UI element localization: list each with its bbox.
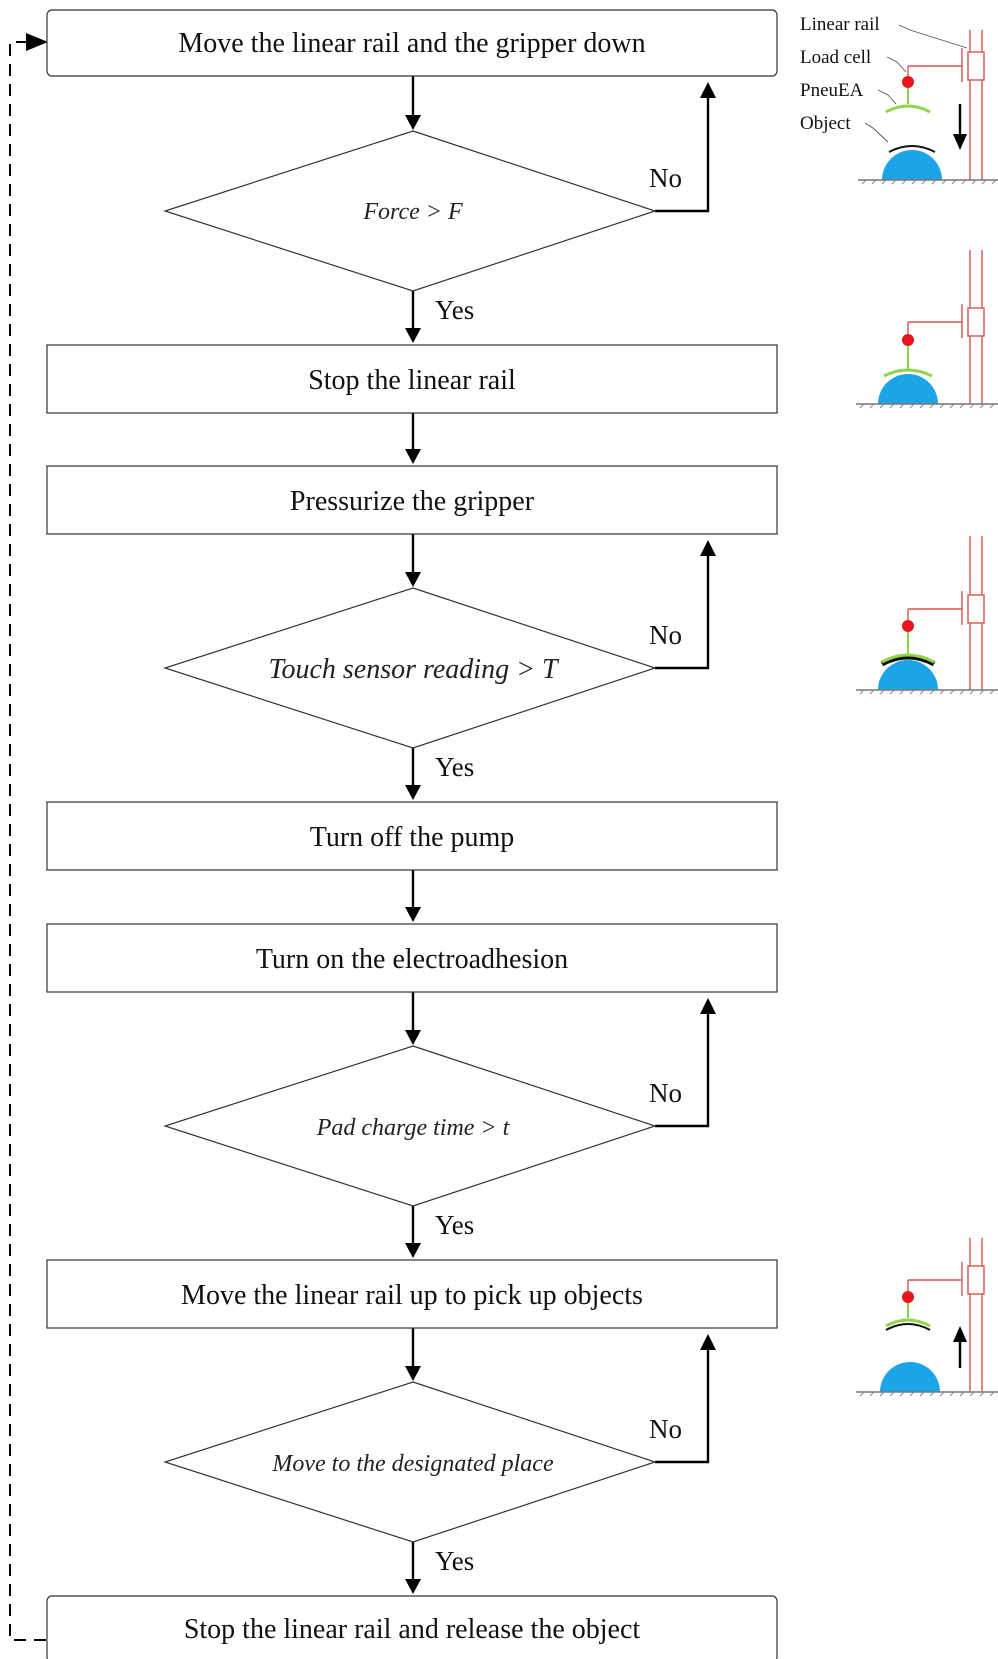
no-return-paths bbox=[655, 82, 716, 1464]
object-icon bbox=[882, 150, 942, 180]
step-move-up: Move the linear rail up to pick up objec… bbox=[46, 1259, 778, 1329]
schematic-pressurized bbox=[856, 536, 998, 695]
label-load-cell: Load cell bbox=[800, 47, 871, 68]
step-pump-off-label: Turn off the pump bbox=[310, 822, 515, 853]
yes-label-3: Yes bbox=[435, 1210, 474, 1240]
step-electroadhesion-on: Turn on the electroadhesion bbox=[46, 923, 778, 993]
decision-touch: Touch sensor reading > T bbox=[163, 587, 657, 749]
step-pump-off: Turn off the pump bbox=[46, 801, 778, 871]
step-move-down: Move the linear rail and the gripper dow… bbox=[46, 9, 778, 77]
schematic-approach: Linear rail Load cell PneuEA Object bbox=[800, 14, 998, 185]
step-pressurize-label: Pressurize the gripper bbox=[290, 486, 535, 517]
no-label-4: No bbox=[649, 1414, 682, 1444]
no-label-1: No bbox=[649, 163, 682, 193]
step-pressurize: Pressurize the gripper bbox=[46, 465, 778, 535]
step-stop-rail-label: Stop the linear rail bbox=[308, 365, 516, 396]
decision-force: Force > F bbox=[163, 130, 657, 292]
step-move-up-label: Move the linear rail up to pick up objec… bbox=[181, 1280, 643, 1311]
decision-designated-place: Move to the designated place bbox=[163, 1381, 657, 1543]
decision-charge-time-label: Pad charge time > t bbox=[316, 1115, 511, 1141]
step-release-label: Stop the linear rail and release the obj… bbox=[184, 1614, 641, 1645]
label-object: Object bbox=[800, 113, 851, 134]
yes-label-1: Yes bbox=[435, 295, 474, 325]
decision-touch-label: Touch sensor reading > T bbox=[268, 654, 560, 685]
load-cell-icon bbox=[902, 76, 914, 88]
step-release: Stop the linear rail and release the obj… bbox=[46, 1595, 778, 1659]
step-stop-rail: Stop the linear rail bbox=[46, 344, 778, 414]
step-move-down-label: Move the linear rail and the gripper dow… bbox=[178, 28, 645, 59]
schematic-contact bbox=[856, 250, 998, 409]
decision-force-label: Force > F bbox=[362, 199, 463, 225]
yes-label-2: Yes bbox=[435, 752, 474, 782]
flow-arrows bbox=[405, 76, 421, 1594]
feedback-loop bbox=[9, 33, 48, 1641]
no-label-3: No bbox=[649, 1078, 682, 1108]
no-label-2: No bbox=[649, 620, 682, 650]
schematic-lifting bbox=[856, 1238, 998, 1397]
yes-label-4: Yes bbox=[435, 1546, 474, 1576]
decision-charge-time: Pad charge time > t bbox=[163, 1045, 657, 1207]
label-pneuea: PneuEA bbox=[800, 80, 864, 101]
label-linear-rail: Linear rail bbox=[800, 14, 880, 35]
decision-designated-place-label: Move to the designated place bbox=[271, 1451, 554, 1477]
step-electroadhesion-on-label: Turn on the electroadhesion bbox=[256, 944, 568, 975]
